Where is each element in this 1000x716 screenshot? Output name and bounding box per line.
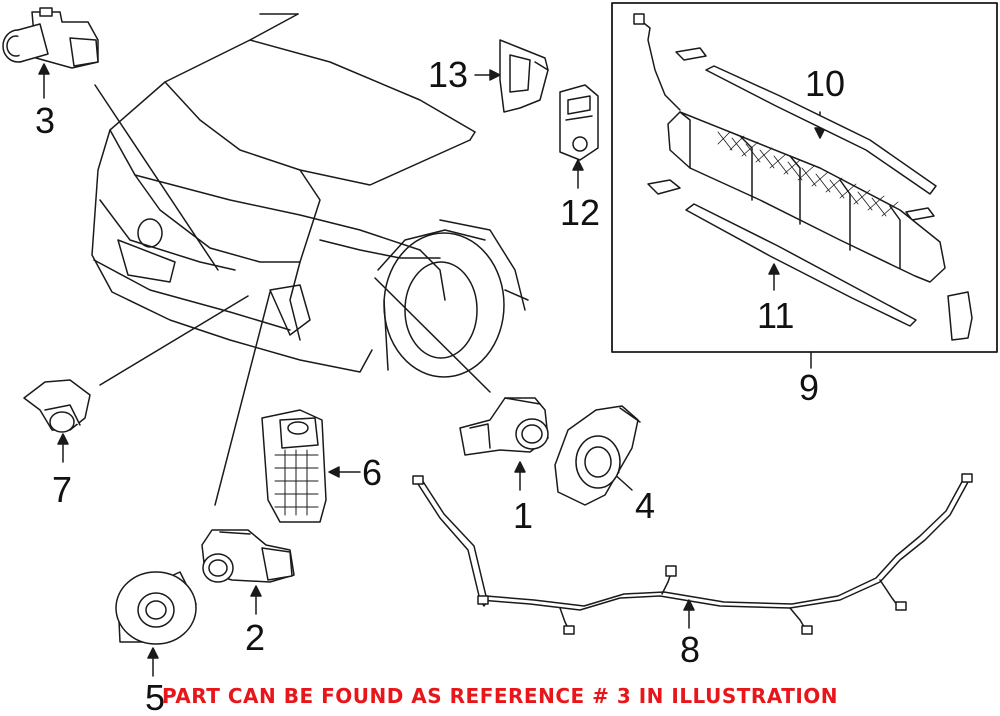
retainer-grid	[274, 449, 319, 516]
wiring-harness-icon	[412, 473, 973, 635]
callout-6: 6	[362, 452, 383, 493]
parking-sensor-icon	[2, 7, 99, 69]
parking-sensor-icon	[201, 529, 295, 583]
callout-8: 8	[680, 629, 701, 670]
callout-12: 12	[560, 192, 601, 233]
absorber-mesh	[717, 131, 899, 217]
callout-9: 9	[799, 367, 820, 408]
sensor-bracket-icon	[499, 39, 549, 113]
callout-13: 13	[428, 54, 469, 95]
callout-5: 5	[145, 677, 166, 716]
callout-1: 1	[513, 495, 534, 536]
sensor-retainer-icon	[261, 409, 327, 523]
leader-lines	[94, 84, 491, 506]
callout-3: 3	[35, 100, 56, 141]
parking-sensor-icon	[459, 397, 549, 456]
sensor-retainer-icon	[559, 84, 599, 161]
sensor-bracket-icon	[23, 379, 91, 433]
sensor-retainer-icon	[115, 571, 197, 645]
sensor-retainer-icon	[554, 405, 641, 506]
bumper-absorber-icon	[633, 13, 973, 341]
callout-11: 11	[757, 295, 795, 336]
callout-10: 10	[805, 63, 846, 104]
vehicle-front-outline-icon	[91, 13, 529, 378]
part-9-inset-box	[611, 2, 998, 353]
reference-note: PART CAN BE FOUND AS REFERENCE # 3 IN IL…	[161, 684, 839, 708]
callout-7: 7	[52, 469, 73, 510]
callout-4: 4	[635, 485, 656, 526]
callout-2: 2	[245, 617, 266, 658]
